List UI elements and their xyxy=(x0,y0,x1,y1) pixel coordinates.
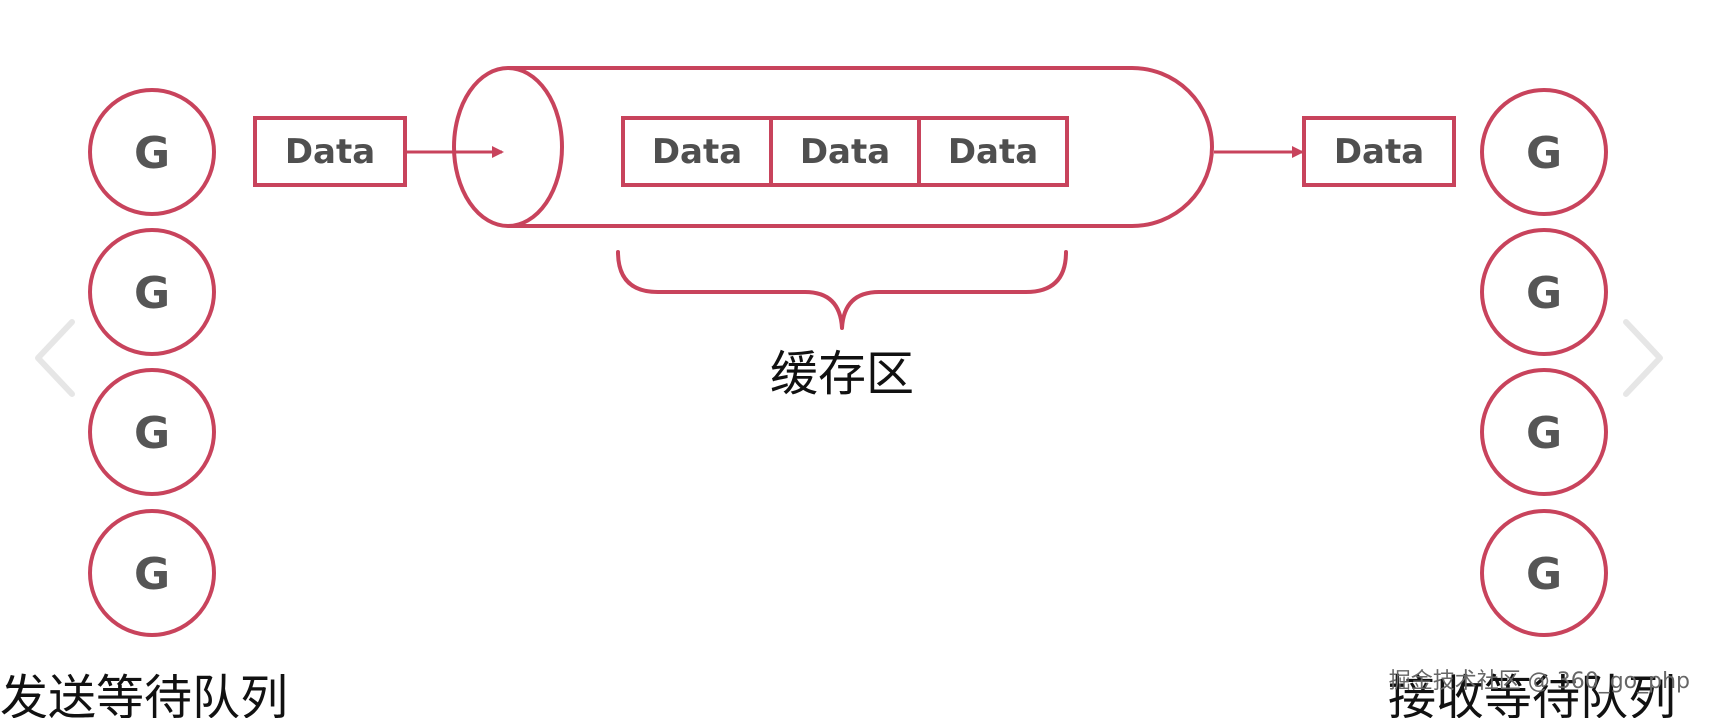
goroutine-circle xyxy=(1480,228,1608,356)
receiver-goroutine: G xyxy=(1480,509,1608,637)
watermark: 掘金技术社区 @ 360_go_php xyxy=(1389,669,1690,694)
buffer-item: Data xyxy=(917,116,1069,187)
goroutine-circle xyxy=(88,509,216,637)
receiver-goroutine-list: G G G G xyxy=(1480,88,1608,637)
goroutine-label: G xyxy=(134,268,170,319)
goroutine-circle xyxy=(1480,509,1608,637)
receiver-goroutine: G xyxy=(1480,88,1608,216)
goroutine-label: G xyxy=(1526,268,1562,319)
goroutine-circle xyxy=(1480,88,1608,216)
receiver-queue-label: 接收等待队列 xyxy=(1388,670,1676,718)
sender-queue-label: 发送等待队列 xyxy=(0,670,288,718)
goroutine-label: G xyxy=(1526,408,1562,459)
receiver-goroutine: G xyxy=(1480,228,1608,356)
sender-goroutine: G xyxy=(88,509,216,637)
buffer-item: Data xyxy=(621,116,773,187)
sender-goroutine-list: G G G G xyxy=(88,88,216,637)
buffer-item: Data xyxy=(769,116,921,187)
goroutine-circle xyxy=(88,368,216,496)
pipe-end-ellipse xyxy=(452,66,564,228)
chevron-right-icon[interactable] xyxy=(1623,319,1663,397)
buffer-item-label: Data xyxy=(800,132,890,172)
buffer: Data Data Data xyxy=(621,116,1069,187)
data-box-label: Data xyxy=(285,132,375,172)
buffer-item-label: Data xyxy=(948,132,1038,172)
buffer-item-label: Data xyxy=(652,132,742,172)
buffer-cell xyxy=(917,116,1069,187)
goroutine-circle xyxy=(88,228,216,356)
goroutine-label: G xyxy=(134,408,170,459)
receiver-goroutine: G xyxy=(1480,368,1608,496)
goroutine-circle xyxy=(88,88,216,216)
pipe-body xyxy=(508,66,1214,228)
buffer-brace xyxy=(616,250,1068,330)
outgoing-data-box: Data xyxy=(253,116,407,187)
sender-goroutine: G xyxy=(88,88,216,216)
incoming-data-box: Data xyxy=(1302,116,1456,187)
data-box-outline xyxy=(1302,116,1456,187)
goroutine-label: G xyxy=(1526,128,1562,179)
data-box-label: Data xyxy=(1334,132,1424,172)
goroutine-label: G xyxy=(134,549,170,600)
buffer-label: 缓存区 xyxy=(770,346,914,402)
goroutine-label: G xyxy=(134,128,170,179)
goroutine-label: G xyxy=(1526,549,1562,600)
chevron-left-icon[interactable] xyxy=(35,319,75,397)
sender-goroutine: G xyxy=(88,368,216,496)
goroutine-circle xyxy=(1480,368,1608,496)
channel-pipe xyxy=(452,66,1214,228)
sender-goroutine: G xyxy=(88,228,216,356)
